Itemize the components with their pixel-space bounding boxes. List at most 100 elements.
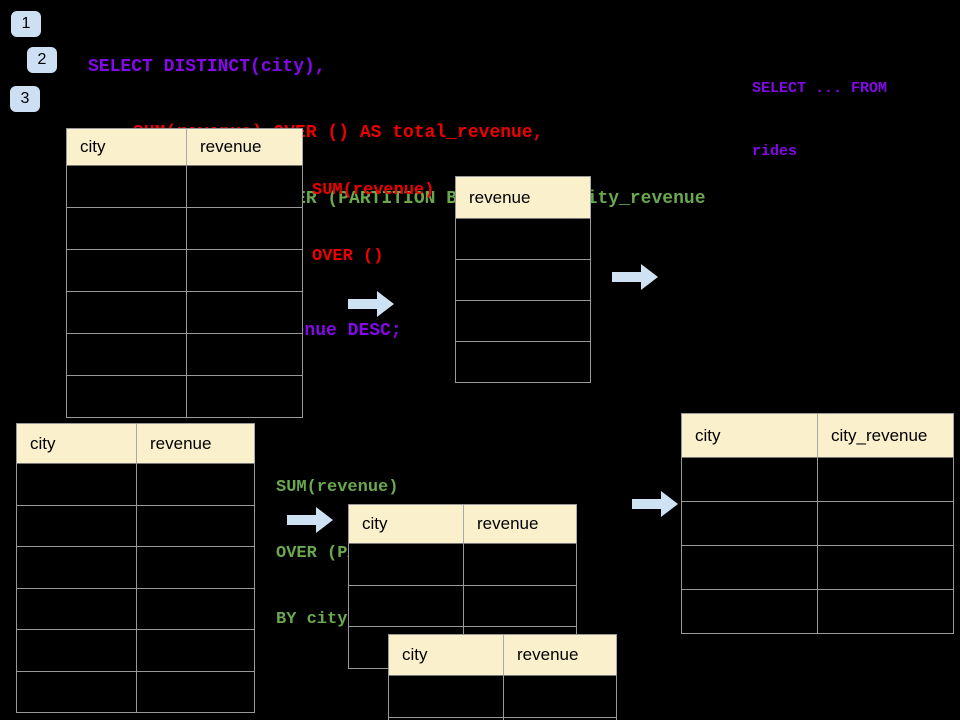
table-row [682,546,954,590]
empty-cell [504,676,617,718]
annotation-line: SUM(revenue) [312,181,435,200]
empty-cell [187,292,303,334]
empty-cell [818,546,954,590]
table-row [67,292,303,334]
empty-cell [389,676,504,718]
empty-cell [17,588,137,630]
empty-cell [67,250,187,292]
side-note-line: rides [752,143,798,160]
table-row [456,342,591,383]
side-note-line: SELECT ... FROM [752,80,888,97]
step-badge-2: 2 [27,47,57,73]
column-header: city [682,414,818,458]
table-row [67,250,303,292]
empty-cell [818,458,954,502]
column-header: city [17,424,137,464]
empty-cell [187,250,303,292]
table-row [67,208,303,250]
empty-cell [456,301,591,342]
sql-line-select: SELECT DISTINCT(city), [88,57,326,77]
table-row [67,166,303,208]
empty-cell [17,505,137,547]
annotation-total-revenue: SUM(revenue) OVER () [312,136,434,312]
empty-cell [464,585,577,627]
empty-cell [137,505,255,547]
flow-arrow-to-final [632,491,678,517]
empty-cell [818,502,954,546]
table-row [67,376,303,418]
column-header: city_revenue [818,414,954,458]
table-row [389,676,617,718]
empty-cell [67,334,187,376]
table-row [682,590,954,634]
empty-cell [67,376,187,418]
empty-cell [137,671,255,713]
step-badge-3: 3 [10,86,40,112]
annotation-line: OVER () [312,247,384,266]
empty-cell [137,547,255,589]
empty-cell [389,718,504,720]
column-header: revenue [456,177,591,219]
column-header: revenue [504,635,617,676]
empty-cell [456,260,591,301]
empty-cell [456,219,591,260]
annotation-line: BY city) [276,610,358,629]
table-row [17,671,255,713]
table-row [456,260,591,301]
empty-cell [818,590,954,634]
empty-cell [67,208,187,250]
side-note: SELECT ... FROM rides [752,36,887,204]
table-total-revenue-result: revenue [455,176,591,383]
empty-cell [682,590,818,634]
annotation-line: SUM(revenue) [276,478,399,497]
step-badge-1: 1 [11,11,41,37]
table-row [67,334,303,376]
empty-cell [187,208,303,250]
table-row [17,630,255,672]
table-row [17,547,255,589]
column-header: revenue [137,424,255,464]
table-row [456,219,591,260]
empty-cell [137,464,255,506]
table-row [17,588,255,630]
table-row [17,464,255,506]
empty-cell [349,585,464,627]
empty-cell [187,166,303,208]
table-row [349,544,577,586]
table-row [682,458,954,502]
empty-cell [682,546,818,590]
table-row [456,301,591,342]
empty-cell [682,458,818,502]
empty-cell [17,464,137,506]
empty-cell [682,502,818,546]
empty-cell [137,630,255,672]
column-header: city [389,635,504,676]
empty-cell [504,718,617,720]
column-header: revenue [464,505,577,544]
table-row [349,585,577,627]
column-header: city [349,505,464,544]
empty-cell [464,544,577,586]
empty-cell [187,334,303,376]
table-row [389,718,617,720]
empty-cell [187,376,303,418]
table-row [17,505,255,547]
empty-cell [67,166,187,208]
empty-cell [137,588,255,630]
table-row [682,502,954,546]
empty-cell [67,292,187,334]
column-header: city [67,129,187,166]
empty-cell [17,547,137,589]
empty-cell [17,671,137,713]
empty-cell [349,544,464,586]
empty-cell [456,342,591,383]
